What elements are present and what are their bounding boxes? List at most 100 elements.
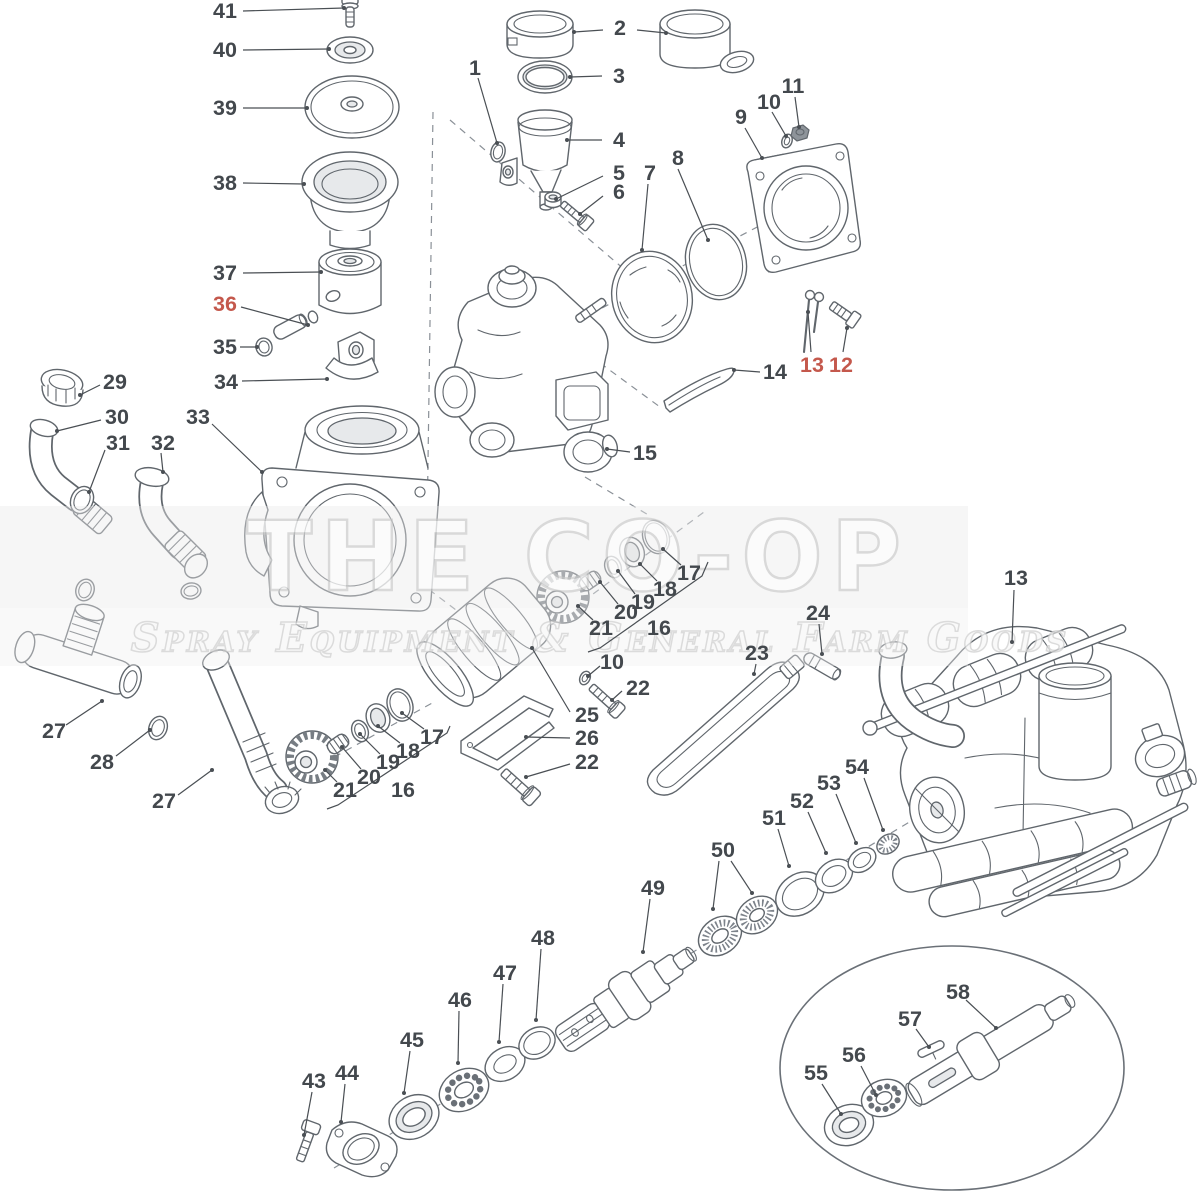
part-diaphragm-39	[304, 75, 400, 139]
callout-19-46: 19	[376, 750, 400, 774]
leader-line	[587, 665, 601, 677]
leader-line	[65, 700, 103, 726]
callout-10-34: 10	[600, 650, 624, 674]
part-cap-2b	[659, 9, 755, 74]
callout-17-28: 17	[677, 561, 701, 585]
leader-line	[525, 763, 571, 778]
callout-22-38: 22	[575, 750, 599, 774]
callout-21-44: 21	[333, 778, 357, 802]
callout-7-19: 7	[644, 161, 656, 185]
leader-dot	[638, 562, 642, 566]
leader-line	[535, 948, 542, 1021]
part-pin-24	[803, 652, 842, 681]
part-oring-17b	[386, 688, 414, 722]
part-oring-1	[490, 141, 506, 163]
leader-line	[569, 75, 603, 78]
part-pto-shaft-49	[554, 946, 697, 1053]
leader-line	[965, 999, 997, 1029]
leader-line	[525, 736, 571, 739]
part-oring-3	[517, 60, 573, 94]
part-oring-8	[684, 223, 748, 301]
part-bolt-6	[559, 200, 595, 232]
leader-line	[915, 1028, 930, 1048]
part-oring-17a	[641, 519, 671, 555]
leader-line	[639, 563, 658, 582]
leader-line	[477, 77, 498, 144]
callout-37-4: 37	[213, 261, 237, 285]
leader-dot	[784, 134, 788, 138]
part-piston-37	[318, 248, 382, 315]
leader-line	[794, 96, 800, 128]
leader-dot	[752, 672, 756, 676]
leader-dot	[456, 1061, 460, 1065]
part-washer-19b	[350, 719, 370, 743]
leader-line	[818, 623, 823, 655]
leader-line	[242, 48, 330, 51]
callout-9-21: 9	[735, 105, 747, 129]
leader-dot	[640, 248, 644, 252]
callout-48-55: 48	[531, 926, 555, 950]
callout-50-57: 50	[711, 838, 735, 862]
callout-5-17: 5	[613, 161, 625, 185]
callout-39-2: 39	[213, 96, 237, 120]
part-tee-pipe-27	[14, 603, 142, 699]
leader-dot	[327, 47, 331, 51]
callout-28-42: 28	[90, 750, 114, 774]
leader-line	[403, 1050, 411, 1094]
leader-dot	[874, 1093, 878, 1097]
leader-line	[842, 327, 848, 353]
part-bracket-34	[325, 331, 379, 380]
leader-line	[777, 828, 790, 867]
leader-line	[860, 1065, 877, 1096]
leader-dot	[358, 732, 362, 736]
callout-57-65: 57	[898, 1007, 922, 1031]
callout-2-14: 2	[614, 16, 626, 40]
leader-line	[79, 384, 101, 396]
callout-33-8: 33	[186, 405, 210, 429]
leader-line	[88, 449, 106, 493]
callout-40-1: 40	[213, 38, 237, 62]
watermark-title: THE CO-OP	[247, 501, 909, 613]
part-shaft-58	[905, 994, 1076, 1107]
leader-dot	[305, 106, 309, 110]
leader-dot	[255, 345, 259, 349]
part-ring-52	[814, 858, 854, 894]
leader-dot	[100, 699, 104, 703]
callout-58-66: 58	[946, 980, 970, 1004]
leader-dot	[376, 724, 380, 728]
part-oring-loose-left	[75, 578, 95, 602]
callout-22-35: 22	[626, 676, 650, 700]
leader-line	[599, 581, 619, 605]
leader-line	[807, 311, 812, 353]
callout-10-22: 10	[757, 90, 781, 114]
part-needle-bearing-50a	[697, 915, 743, 957]
leader-dot	[1010, 640, 1014, 644]
leader-dot	[306, 323, 310, 327]
leader-dot	[534, 1018, 538, 1022]
leader-dot	[806, 310, 810, 314]
part-pin-36	[273, 310, 319, 340]
leader-line	[617, 570, 636, 595]
leader-line	[240, 306, 309, 326]
leader-dot	[706, 238, 710, 242]
callout-18-29: 18	[653, 577, 677, 601]
leader-dot	[339, 1120, 343, 1124]
callout-27-41: 27	[42, 719, 66, 743]
part-cap-2a	[506, 10, 574, 59]
leader-line	[730, 860, 753, 894]
callout-34-7: 34	[214, 370, 238, 394]
leader-dot	[323, 768, 327, 772]
leader-line	[498, 983, 504, 1043]
callout-47-54: 47	[493, 961, 517, 985]
leader-dot	[572, 30, 576, 34]
callout-49-56: 49	[641, 876, 665, 900]
callout-32-12: 32	[151, 431, 175, 455]
callout-20-45: 20	[357, 765, 381, 789]
part-bowl-38	[301, 151, 399, 250]
leader-line	[807, 811, 827, 854]
leader-dot	[787, 864, 791, 868]
leader-dot	[661, 547, 665, 551]
leader-dot	[497, 1040, 501, 1044]
leader-line	[531, 647, 571, 713]
